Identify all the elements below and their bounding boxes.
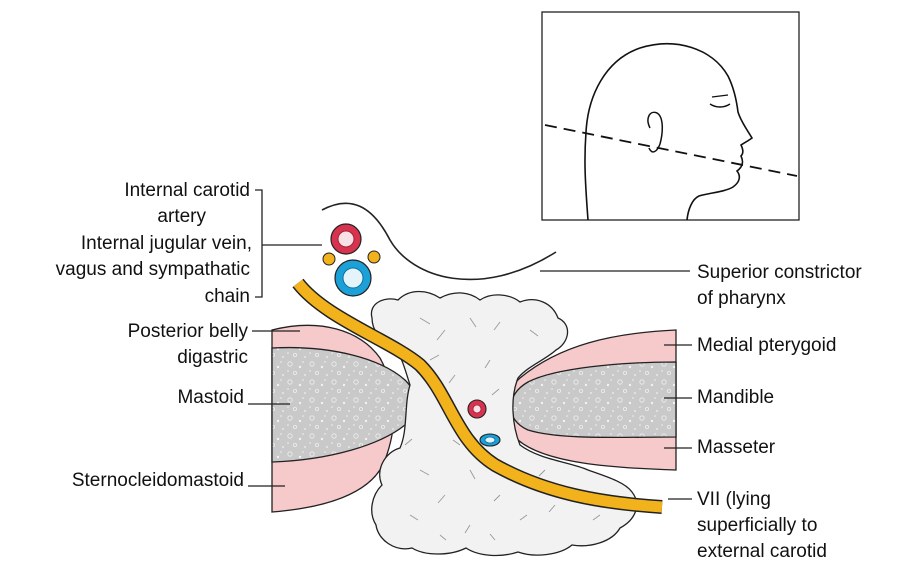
label-medial-pterygoid: Medial pterygoid xyxy=(697,335,836,356)
label-mastoid: Mastoid xyxy=(177,387,244,408)
vagus-nerve-dot xyxy=(323,253,335,265)
label-nerve-vii-line1: VII (lying xyxy=(697,489,771,510)
label-internal-jugular-line2: vagus and sympathatic xyxy=(56,259,250,280)
label-nerve-vii-line2: superficially to xyxy=(697,515,817,536)
label-internal-jugular: Internal jugular vein, vagus and sympath… xyxy=(56,233,252,307)
mastoid-bone xyxy=(272,348,416,462)
label-nerve-vii-line3: external carotid xyxy=(697,541,827,562)
label-nerve-vii: VII (lying superficially to external car… xyxy=(697,489,827,562)
vessel-bracket-leader xyxy=(255,190,322,297)
label-sternocleidomastoid: Sternocleidomastoid xyxy=(72,470,244,491)
label-internal-jugular-line1: Internal jugular vein, xyxy=(81,233,252,254)
label-internal-carotid-line2: artery xyxy=(157,206,206,227)
label-internal-jugular-line3: chain xyxy=(205,286,250,307)
internal-jugular-vein xyxy=(335,260,371,296)
label-superior-constrictor-line1: Superior constrictor xyxy=(697,262,862,283)
label-superior-constrictor-line2: of pharynx xyxy=(697,288,786,309)
internal-carotid-artery xyxy=(331,224,361,254)
label-posterior-belly-line1: Posterior belly xyxy=(128,321,249,342)
label-mandible: Mandible xyxy=(697,387,774,408)
head-orientation-inset xyxy=(542,12,799,220)
sympathetic-chain-dot xyxy=(368,251,380,263)
label-internal-carotid: Internal carotid artery xyxy=(124,180,250,227)
label-posterior-belly-line2: digastric xyxy=(177,347,248,368)
retromandibular-vein xyxy=(480,434,500,446)
external-carotid-artery xyxy=(468,400,486,418)
label-posterior-belly: Posterior belly digastric xyxy=(128,321,249,368)
label-internal-carotid-line1: Internal carotid xyxy=(124,180,250,201)
label-superior-constrictor: Superior constrictor of pharynx xyxy=(697,262,862,309)
label-masseter: Masseter xyxy=(697,437,776,458)
